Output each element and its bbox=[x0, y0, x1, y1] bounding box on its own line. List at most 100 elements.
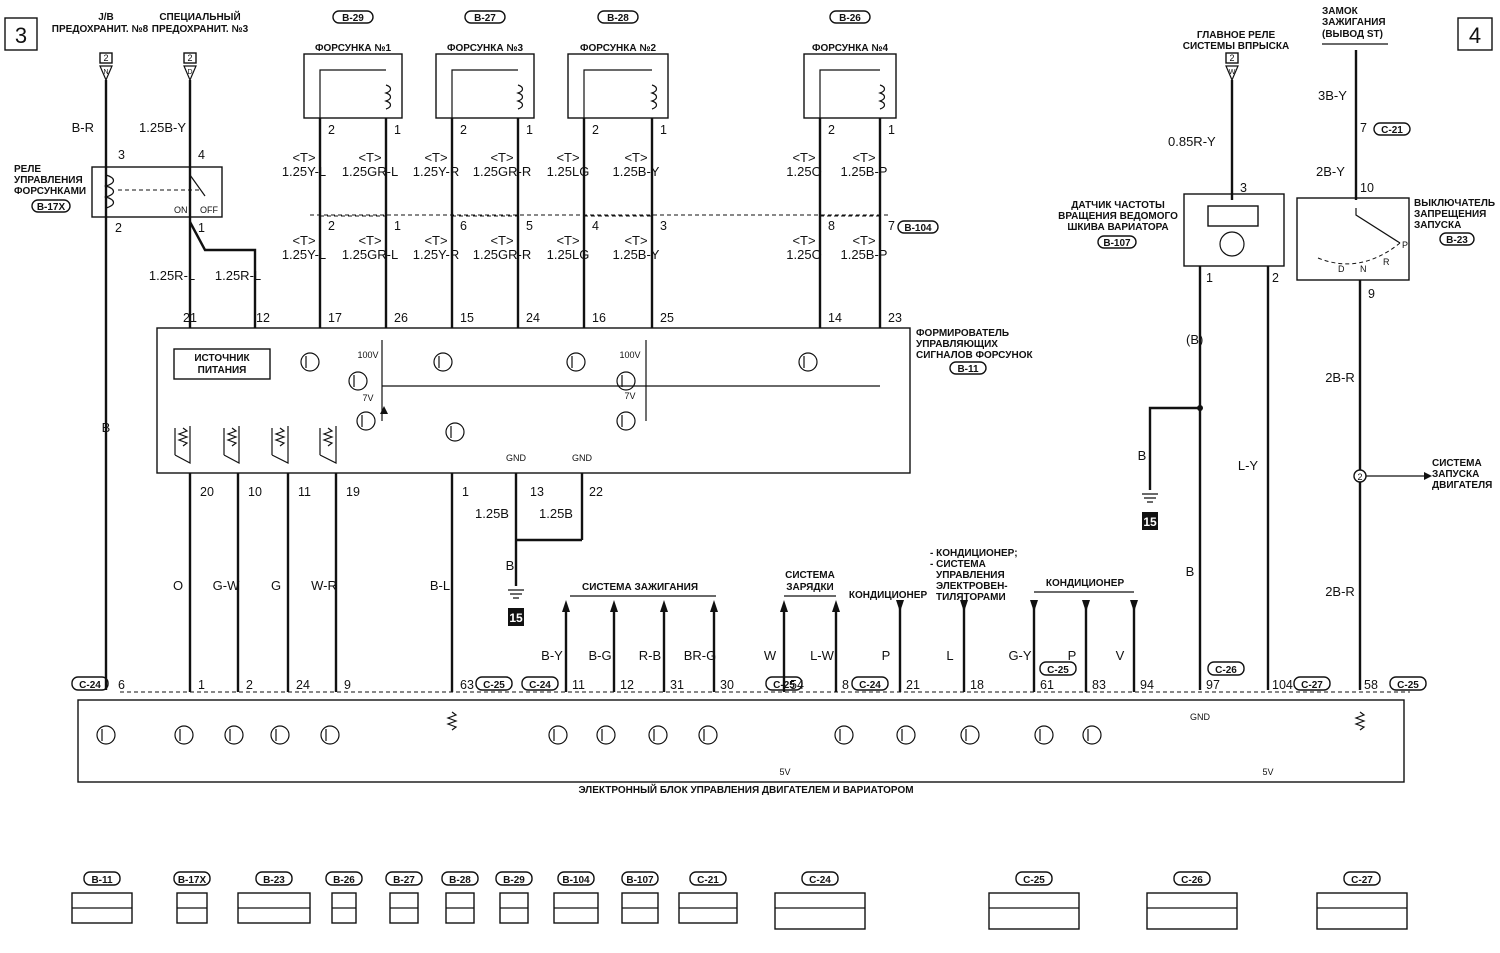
svg-text:6: 6 bbox=[460, 219, 467, 233]
svg-text:8: 8 bbox=[828, 219, 835, 233]
svg-text:ТИЛЯТОРАМИ: ТИЛЯТОРАМИ bbox=[936, 592, 1006, 603]
svg-text:1.25O: 1.25O bbox=[786, 247, 821, 262]
transistor-icon bbox=[616, 411, 636, 431]
charging-system-label: СИСТЕМА ЗАРЯДКИ bbox=[784, 570, 836, 597]
svg-text:1.25GR-L: 1.25GR-L bbox=[342, 247, 398, 262]
resistor-icon bbox=[1354, 711, 1366, 731]
svg-text:СИСТЕМА: СИСТЕМА bbox=[785, 570, 835, 581]
svg-text:1.25B-Y: 1.25B-Y bbox=[613, 164, 660, 179]
svg-text:<T>: <T> bbox=[852, 150, 875, 165]
svg-text:C-21: C-21 bbox=[697, 875, 719, 886]
svg-text:2: 2 bbox=[328, 123, 335, 137]
svg-text:ШКИВА ВАРИАТОРА: ШКИВА ВАРИАТОРА bbox=[1067, 222, 1168, 233]
coil-icon bbox=[878, 84, 886, 110]
svg-text:15: 15 bbox=[460, 311, 474, 325]
transistor-icon bbox=[174, 725, 194, 745]
svg-text:C-21: C-21 bbox=[1381, 125, 1403, 136]
svg-text:V: V bbox=[1116, 648, 1125, 663]
svg-text:7V: 7V bbox=[362, 393, 373, 403]
svg-text:<T>: <T> bbox=[292, 233, 315, 248]
svg-text:1.25R-L: 1.25R-L bbox=[149, 268, 195, 283]
svg-text:1.25LG: 1.25LG bbox=[547, 164, 590, 179]
svg-text:B-104: B-104 bbox=[562, 875, 590, 886]
wire-label-spec: 1.25B-Y bbox=[139, 120, 186, 135]
svg-text:ДВИГАТЕЛЯ: ДВИГАТЕЛЯ bbox=[1432, 480, 1492, 491]
svg-text:C-24: C-24 bbox=[529, 680, 551, 691]
ground-icon bbox=[508, 589, 524, 599]
svg-text:ДАТЧИК ЧАСТОТЫ: ДАТЧИК ЧАСТОТЫ bbox=[1071, 200, 1165, 211]
resistor-network bbox=[174, 426, 337, 464]
svg-text:1: 1 bbox=[1206, 271, 1213, 285]
svg-text:2: 2 bbox=[828, 123, 835, 137]
svg-text:СИСТЕМА ЗАЖИГАНИЯ: СИСТЕМА ЗАЖИГАНИЯ bbox=[582, 582, 698, 593]
svg-text:2: 2 bbox=[246, 678, 253, 692]
svg-text:B-28: B-28 bbox=[449, 875, 471, 886]
svg-text:1.25Y-L: 1.25Y-L bbox=[282, 247, 326, 262]
ecu-signal-31: R-B31 bbox=[639, 600, 684, 692]
svg-text:1.25Y-R: 1.25Y-R bbox=[413, 164, 460, 179]
svg-text:B-17X: B-17X bbox=[178, 875, 207, 886]
transistor-icon bbox=[224, 725, 244, 745]
svg-text:<T>: <T> bbox=[490, 233, 513, 248]
wire-label-b-main: B bbox=[102, 420, 111, 435]
svg-text:1: 1 bbox=[462, 485, 469, 499]
svg-text:ФОРСУНКА №2: ФОРСУНКА №2 bbox=[580, 43, 657, 54]
svg-text:B-26: B-26 bbox=[839, 13, 861, 24]
svg-text:ВЫКЛЮЧАТЕЛЬ: ВЫКЛЮЧАТЕЛЬ bbox=[1414, 198, 1495, 209]
transistor-icon bbox=[1082, 725, 1102, 745]
ecu-signal-18: L18 bbox=[946, 600, 984, 692]
svg-text:1: 1 bbox=[198, 678, 205, 692]
svg-text:B: B bbox=[506, 558, 515, 573]
svg-text:G-Y: G-Y bbox=[1008, 648, 1031, 663]
svg-text:2: 2 bbox=[103, 53, 108, 63]
svg-text:94: 94 bbox=[1140, 678, 1154, 692]
svg-text:B-23: B-23 bbox=[263, 875, 285, 886]
ecu-signal-94: V 94 bbox=[1116, 600, 1154, 692]
ecu-signal-61: G-Y61 bbox=[1008, 600, 1054, 692]
svg-text:5: 5 bbox=[526, 219, 533, 233]
svg-text:2B-R: 2B-R bbox=[1325, 370, 1355, 385]
svg-text:- КОНДИЦИОНЕР;: - КОНДИЦИОНЕР; bbox=[930, 548, 1018, 559]
svg-text:C-25: C-25 bbox=[1023, 875, 1045, 886]
svg-text:W-R: W-R bbox=[311, 578, 337, 593]
driver-ground: 13 22 1.25B 1.25B B 15 bbox=[475, 473, 603, 626]
svg-text:ЗАРЯДКИ: ЗАРЯДКИ bbox=[786, 582, 834, 593]
svg-text:<T>: <T> bbox=[852, 233, 875, 248]
svg-text:C-24: C-24 bbox=[859, 680, 881, 691]
svg-text:<T>: <T> bbox=[358, 150, 381, 165]
svg-text:ВРАЩЕНИЯ ВЕДОМОГО: ВРАЩЕНИЯ ВЕДОМОГО bbox=[1058, 211, 1178, 222]
transistor-icon bbox=[896, 725, 916, 745]
svg-text:2: 2 bbox=[592, 123, 599, 137]
svg-text:C-27: C-27 bbox=[1301, 680, 1323, 691]
svg-text:1.25GR-L: 1.25GR-L bbox=[342, 164, 398, 179]
svg-text:J/B: J/B bbox=[98, 12, 114, 23]
svg-text:C-25: C-25 bbox=[1397, 680, 1419, 691]
svg-text:97: 97 bbox=[1206, 678, 1220, 692]
svg-text:- СИСТЕМА: - СИСТЕМА bbox=[930, 559, 986, 570]
svg-text:B-29: B-29 bbox=[503, 875, 525, 886]
svg-text:2: 2 bbox=[328, 219, 335, 233]
ac-label-2: КОНДИЦИОНЕР bbox=[1034, 578, 1134, 593]
svg-text:1.25B-P: 1.25B-P bbox=[841, 164, 888, 179]
svg-text:BR-G: BR-G bbox=[684, 648, 717, 663]
svg-text:1.25B-P: 1.25B-P bbox=[841, 247, 888, 262]
svg-text:G-W: G-W bbox=[213, 578, 240, 593]
svg-text:1: 1 bbox=[888, 123, 895, 137]
svg-text:G: G bbox=[271, 578, 281, 593]
ecu-signal-12: B-G12 bbox=[588, 600, 634, 692]
connector-B-107: B-107 bbox=[621, 871, 659, 924]
connector-B-17X: B-17X bbox=[173, 871, 211, 924]
transistor-icon bbox=[270, 725, 290, 745]
svg-text:<T>: <T> bbox=[490, 150, 513, 165]
svg-text:26: 26 bbox=[394, 311, 408, 325]
svg-text:D: D bbox=[187, 69, 192, 76]
svg-text:R-B: R-B bbox=[639, 648, 661, 663]
cvt-speed-sensor: ДАТЧИК ЧАСТОТЫ ВРАЩЕНИЯ ВЕДОМОГО ШКИВА В… bbox=[1058, 181, 1285, 285]
transistor-icon bbox=[798, 352, 818, 372]
svg-text:СИСТЕМЫ ВПРЫСКА: СИСТЕМЫ ВПРЫСКА bbox=[1183, 41, 1289, 52]
svg-text:19: 19 bbox=[346, 485, 360, 499]
